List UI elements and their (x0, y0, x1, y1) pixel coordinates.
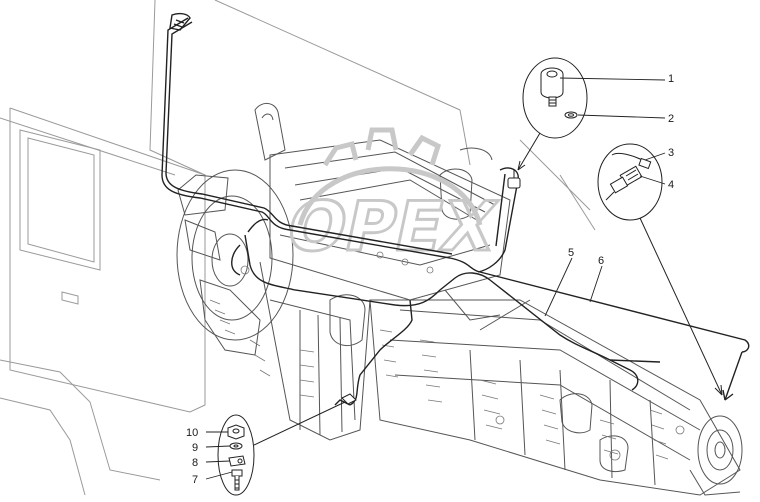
detail-clamp-group (217, 401, 346, 496)
leader-arrow (714, 384, 723, 396)
leader-1 (559, 77, 666, 81)
detail-leader-sensor (517, 132, 541, 171)
detail-leader-clamp (253, 401, 346, 446)
leader-8 (205, 460, 231, 463)
callout-label-9: 9 (192, 442, 198, 454)
leader-5 (544, 257, 573, 317)
callout-label-7: 7 (192, 474, 198, 486)
leader-6 (589, 265, 603, 303)
callout-label-2: 2 (668, 113, 674, 125)
callout-label-1: 1 (668, 73, 674, 85)
callout-label-6: 6 (598, 255, 604, 267)
watermark: OPEX (279, 127, 505, 268)
leader-arrow (517, 160, 526, 171)
callout-label-4: 4 (668, 179, 674, 191)
bolt-icon (231, 469, 243, 491)
installed-pressure-sensor (507, 170, 521, 189)
callout-label-3: 3 (668, 147, 674, 159)
detail-leader-connector (639, 217, 723, 396)
watermark-text: OPEX (280, 188, 503, 267)
leader-7 (205, 471, 233, 480)
harness-upper (161, 12, 750, 401)
detail-connector-group (597, 143, 723, 396)
pressure-sensor-icon (540, 67, 564, 107)
engine-block (176, 103, 511, 441)
callout-label-5: 5 (568, 247, 574, 259)
detail-circle-clamp (217, 414, 255, 496)
wire-connector-icon (605, 165, 643, 201)
leader-2 (577, 114, 666, 119)
connector-clip-icon (611, 152, 652, 170)
leader-3 (644, 152, 666, 161)
gearbox (369, 289, 743, 496)
installed-clamp (341, 393, 357, 405)
clamp-icon (228, 455, 246, 467)
engine-detail-marks (209, 251, 685, 461)
callout-leaders (205, 77, 666, 480)
watermark-gear-icon (297, 127, 483, 226)
truck-cab-outline (0, 0, 596, 496)
callout-label-8: 8 (192, 457, 198, 469)
nut-icon (227, 424, 245, 440)
detail-sensor-group (517, 57, 588, 171)
sealing-washer-icon (564, 111, 578, 119)
harness-lower (231, 167, 661, 406)
leader-9 (205, 445, 231, 448)
washer-icon (229, 442, 243, 450)
leader-4 (639, 175, 666, 185)
callout-labels: 1 2 3 4 5 6 7 8 9 10 (186, 73, 674, 486)
callout-label-10: 10 (186, 427, 198, 439)
